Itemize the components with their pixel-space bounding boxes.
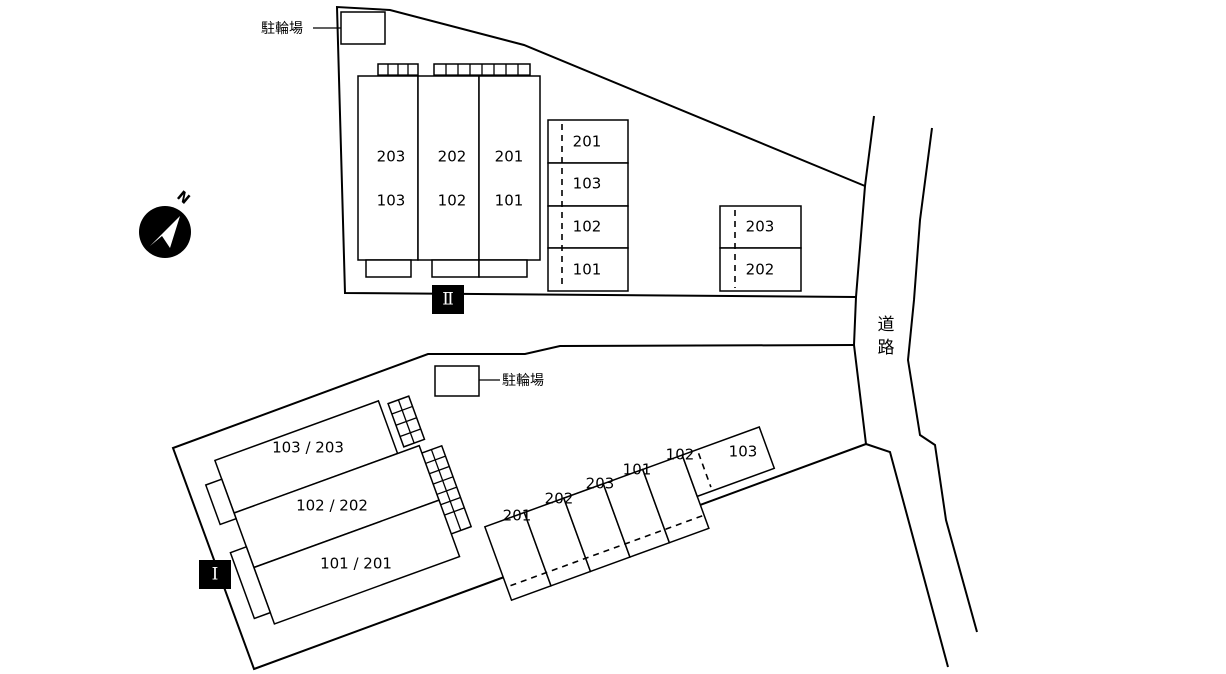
parking-label: 101: [573, 261, 602, 279]
parking-label: 103: [573, 175, 602, 193]
parking-spaces-north-col-1: 201 103 102 101: [547, 119, 629, 292]
unit-label: 103: [377, 192, 406, 210]
unit-column-2: [417, 75, 480, 261]
unit-column-3: [478, 75, 541, 261]
road-left-edge-south: [865, 443, 949, 668]
building-1-block: [204, 399, 461, 625]
parking-label: 103: [729, 443, 758, 461]
parking-spaces-south: [483, 426, 776, 602]
bicycle-parking-south: [434, 365, 480, 397]
unit-label: 102: [438, 192, 467, 210]
building-2-block: 203 103 202 102 201 101: [357, 75, 541, 278]
road-right-edge: [906, 127, 978, 633]
bicycle-parking-north: [340, 11, 386, 45]
unit-label: 103 / 203: [272, 439, 344, 457]
road-label-1: 道: [878, 315, 895, 335]
parking-label: 203: [746, 218, 775, 236]
bicycle-parking-label-north: 駐輪場: [261, 20, 303, 37]
parking-label: 202: [545, 490, 574, 508]
unit-label: 101 / 201: [320, 555, 392, 573]
north-arrow-icon: N: [139, 188, 193, 258]
road: 道 路: [852, 115, 978, 668]
parking-space: [719, 205, 802, 249]
north-lot: 駐輪場 203 103 202 102 201 101: [261, 5, 866, 314]
parking-spaces-north-col-2: 203 202: [719, 205, 802, 292]
unit-label: 201: [495, 148, 524, 166]
parking-label: 102: [573, 218, 602, 236]
parking-label: 201: [503, 507, 532, 525]
bicycle-parking-label-south: 駐輪場: [502, 372, 544, 389]
building-1-tag: [199, 560, 231, 589]
building-2-tag: [432, 285, 464, 314]
road-left-edge-north: [852, 115, 875, 445]
parking-label: 203: [586, 475, 615, 493]
unit-label: 102 / 202: [296, 497, 368, 515]
parking-label: 202: [746, 261, 775, 279]
road-label-2: 路: [878, 338, 895, 358]
parking-space: [719, 247, 802, 292]
north-lot-boundary: [335, 5, 866, 298]
south-lot-boundary: [171, 344, 867, 671]
unit-label: 202: [438, 148, 467, 166]
parking-label: 102: [666, 446, 695, 464]
building-1-tag-label: Ⅰ: [212, 565, 219, 585]
parking-space: [681, 426, 776, 498]
south-lot: 駐輪場 103 / 203 102 / 202 101 / 201: [171, 344, 867, 671]
unit-label: 101: [495, 192, 524, 210]
building-2-tag-label: Ⅱ: [442, 290, 454, 310]
unit-label: 203: [377, 148, 406, 166]
north-label: N: [173, 188, 192, 208]
parking-label: 101: [623, 461, 652, 479]
unit-column-1: [357, 75, 419, 261]
parking-label: 201: [573, 133, 602, 151]
